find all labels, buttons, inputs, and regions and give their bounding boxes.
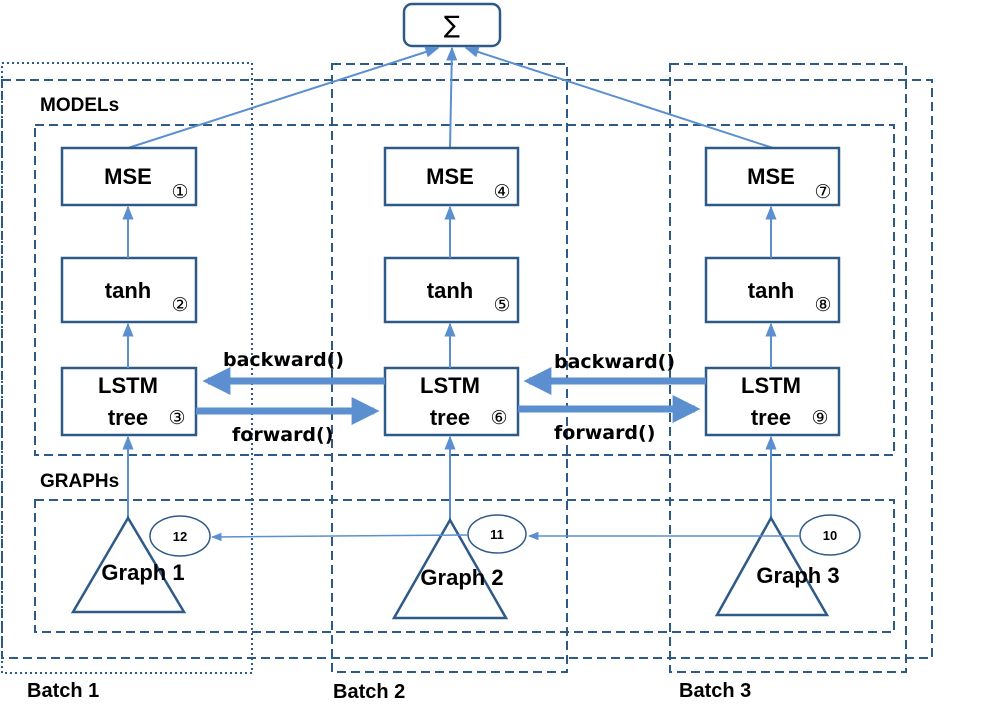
lstm-box-2[interactable]: [383, 366, 520, 437]
mse-label-2: MSE: [426, 164, 474, 189]
graph-1-badge-number: 12: [173, 529, 187, 544]
sum-box[interactable]: [402, 2, 502, 48]
models-group: [34, 124, 895, 456]
tanh-label-1: tanh: [105, 278, 151, 303]
mse-box-2[interactable]: [383, 146, 520, 207]
graph-3-badge: [799, 514, 861, 556]
lstm-number-2: ⑥: [490, 407, 507, 429]
graph-3-label: Graph 3: [756, 563, 839, 588]
sum-symbol: ∑: [444, 11, 460, 39]
batch-2-label: Batch 2: [333, 681, 405, 703]
tanh-number-1: ②: [171, 294, 188, 316]
graph-2-badge: [467, 514, 527, 554]
tanh-box-3[interactable]: [704, 256, 841, 324]
column-1: MSE ① tanh ② LSTM tree ③ Graph 1 12: [60, 146, 211, 614]
graph-3-badge-number: 10: [823, 528, 837, 543]
tanh-box-1[interactable]: [60, 256, 198, 324]
mse-label-1: MSE: [104, 164, 152, 189]
batch-1-label: Batch 1: [27, 680, 99, 702]
lstm-number-3: ⑨: [811, 407, 828, 429]
batch-3-label: Batch 3: [679, 680, 751, 702]
lstm-label-3: LSTM: [741, 373, 801, 398]
forward-label-2: forward(): [554, 422, 655, 444]
column-2: MSE ④ tanh ⑤ LSTM tree ⑥ Graph 2 11: [383, 146, 527, 620]
batch-1-frame: [1, 62, 253, 674]
tree-label-3: tree: [751, 405, 791, 430]
batch-2-frame: [331, 63, 568, 673]
graph-1-triangle[interactable]: [70, 515, 187, 614]
lstm-label-1: LSTM: [98, 373, 158, 398]
mse-label-3: MSE: [747, 164, 795, 189]
column-3: MSE ⑦ tanh ⑧ LSTM tree ⑨ Graph 3 10: [704, 146, 861, 617]
tanh-number-3: ⑧: [814, 294, 831, 316]
mse-number-1: ①: [171, 181, 188, 203]
graphs-group: [34, 499, 895, 633]
mse-box-3[interactable]: [704, 146, 841, 207]
lstm-box-3[interactable]: [704, 366, 841, 437]
graph-1-label: Graph 1: [101, 560, 184, 585]
graphs-group-label: GRAPHs: [40, 471, 119, 492]
graph-3-triangle[interactable]: [714, 515, 830, 617]
mse-box-1[interactable]: [60, 146, 198, 207]
badge11-to-badge12-arrow: [210, 532, 469, 542]
batch-3-frame: [669, 63, 907, 673]
tree-label-2: tree: [430, 405, 470, 430]
outer-frame: [1, 79, 933, 659]
mse2-to-sum-line: [446, 46, 458, 149]
forward-label-1: forward(): [232, 424, 333, 446]
mse-number-2: ④: [493, 181, 510, 203]
tanh-number-2: ⑤: [493, 294, 510, 316]
graph-2-label: Graph 2: [420, 565, 503, 590]
mse-number-3: ⑦: [814, 181, 831, 203]
mse1-to-sum-line: [127, 46, 440, 149]
mse3-to-sum-line: [464, 46, 774, 149]
models-group-label: MODELs: [40, 95, 119, 116]
backward-label-2: backward(): [554, 351, 675, 373]
lstm-label-2: LSTM: [420, 373, 480, 398]
graph-2-triangle[interactable]: [391, 517, 509, 620]
tanh-label-3: tanh: [748, 278, 794, 303]
backward-label-1: backward(): [223, 349, 344, 371]
graph-2-badge-number: 11: [490, 527, 504, 542]
tree-label-1: tree: [108, 405, 148, 430]
lstm-number-1: ③: [168, 407, 185, 429]
graph-1-badge: [149, 515, 211, 557]
tanh-label-2: tanh: [427, 278, 473, 303]
tanh-box-2[interactable]: [383, 256, 520, 324]
